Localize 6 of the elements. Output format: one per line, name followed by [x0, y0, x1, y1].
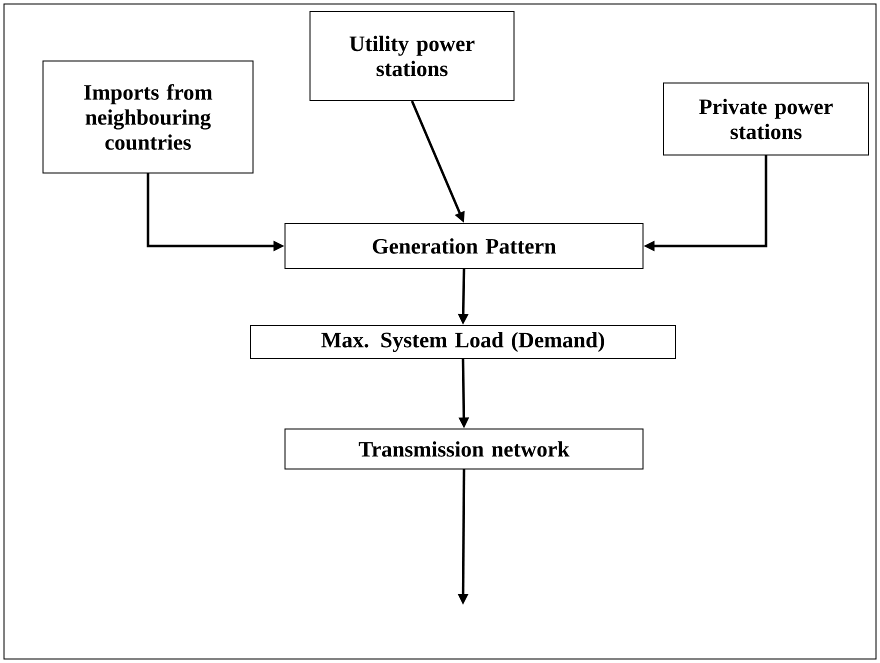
- process-box: Utility power stations: [310, 11, 514, 101]
- process-box: Max. System Load (Demand): [250, 325, 676, 359]
- process-box: Generation Pattern: [284, 223, 644, 269]
- process-box: Transmission network: [284, 428, 644, 470]
- process-box: Imports from neighbouring countries: [42, 60, 254, 174]
- process-box: Private power stations: [663, 82, 869, 156]
